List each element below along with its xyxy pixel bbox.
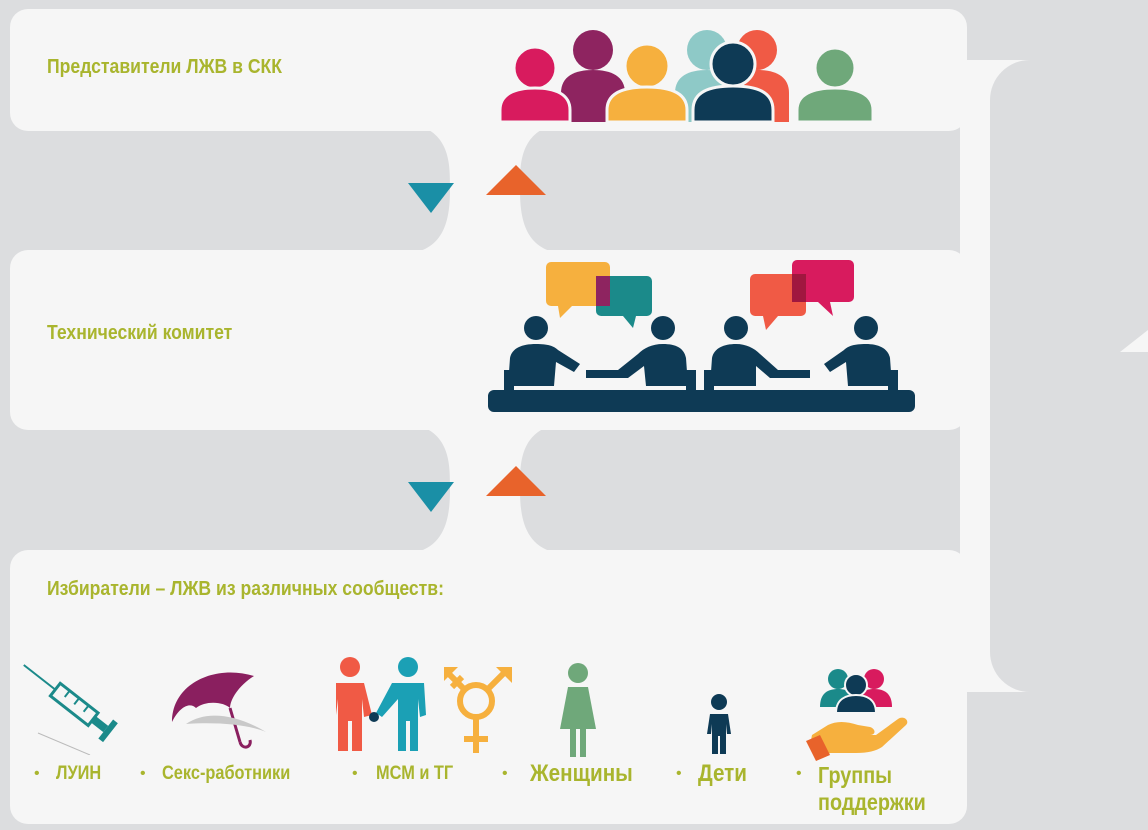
bullet: • bbox=[140, 765, 146, 782]
woman-icon bbox=[560, 663, 596, 757]
bullet: • bbox=[502, 765, 508, 782]
bullet: • bbox=[796, 765, 802, 782]
group-of-people-icon bbox=[498, 30, 875, 124]
connector-1 bbox=[420, 126, 550, 251]
bullet: • bbox=[676, 765, 682, 782]
bullet: • bbox=[34, 765, 40, 782]
umbrella-icon bbox=[172, 672, 266, 749]
arrow-up-icon bbox=[486, 466, 546, 496]
msm-tg-icon bbox=[336, 657, 512, 753]
connector-2 bbox=[420, 426, 550, 551]
panel-title-technical-committee: Технический комитет bbox=[47, 322, 233, 344]
committee-meeting-icon bbox=[488, 260, 915, 412]
arrow-down-icon bbox=[408, 183, 454, 213]
panel-title-constituents: Избиратели – ЛЖВ из различных сообществ: bbox=[47, 578, 444, 600]
feedback-arrow-up-icon bbox=[1120, 330, 1148, 352]
community-label-support-groups-line1: Группы bbox=[818, 762, 893, 788]
community-label-luin: ЛУИН bbox=[56, 763, 102, 784]
support-group-hand-icon bbox=[806, 669, 908, 761]
community-label-sex-workers: Секс-работники bbox=[162, 763, 291, 784]
syringe-icon bbox=[23, 664, 118, 755]
panel-title-skk: Представители ЛЖВ в СКК bbox=[47, 56, 283, 78]
community-label-support-groups-line2: поддержки bbox=[818, 789, 926, 815]
community-label-msm-tg: МСМ и ТГ bbox=[376, 763, 454, 784]
bullet: • bbox=[352, 765, 358, 782]
child-icon bbox=[707, 694, 731, 754]
arrow-up-icon bbox=[486, 165, 546, 195]
arrow-down-icon bbox=[408, 482, 454, 512]
community-label-children: Дети bbox=[698, 760, 747, 787]
feedback-loop-inner bbox=[990, 60, 1148, 692]
community-label-support-groups: Группы поддержки bbox=[818, 762, 926, 816]
community-label-women: Женщины bbox=[530, 760, 633, 787]
